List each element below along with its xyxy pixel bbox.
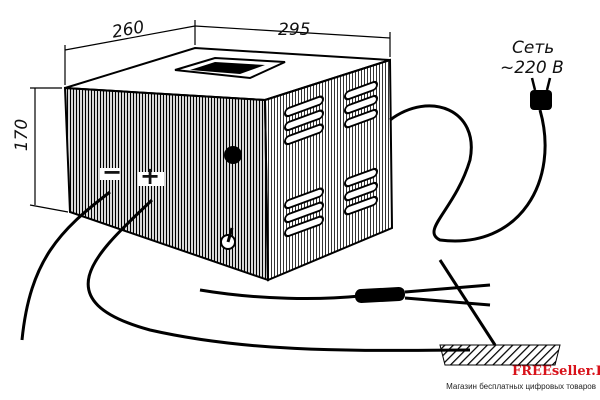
mains-label-line2: ~220 В: [500, 58, 564, 78]
mains-label-line1: Сеть: [512, 38, 555, 58]
dimension-height: 170: [12, 118, 33, 152]
electrode-holder: [354, 259, 561, 366]
vents: [284, 80, 378, 238]
mains-plug-icon: [530, 77, 552, 110]
terminal-positive: +: [140, 162, 161, 190]
terminal-negative: −: [102, 158, 123, 186]
dimension-width: 295: [278, 20, 311, 40]
cables: [20, 104, 547, 352]
indicator-lamp: [224, 146, 242, 164]
watermark-brand: FREEseller.RU: [512, 364, 600, 379]
toggle-switch: [220, 227, 236, 250]
box-front: [63, 86, 270, 282]
watermark-tagline: Магазин бесплатных цифровых товаров: [446, 382, 596, 391]
handle: [174, 56, 286, 80]
dimension-lines: [29, 20, 391, 213]
